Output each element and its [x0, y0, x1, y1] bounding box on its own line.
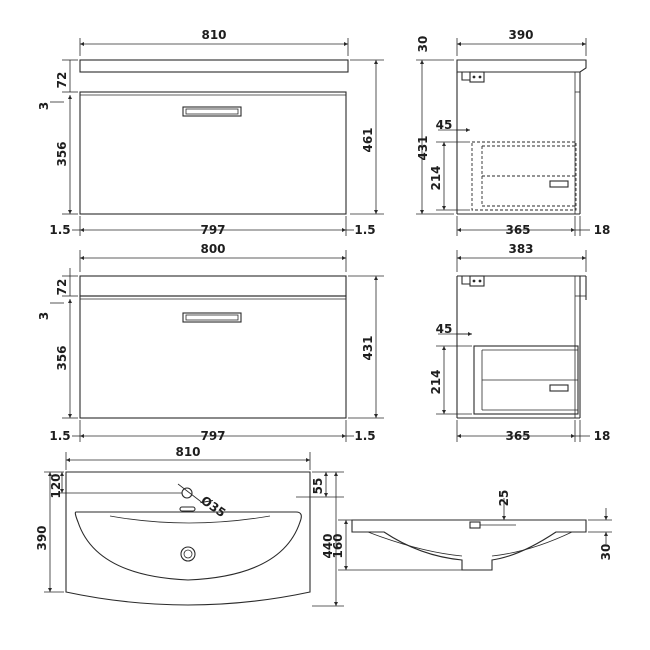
dim-front-top-height: 461 [361, 127, 375, 152]
section-overflow [469, 521, 481, 529]
drain [180, 546, 196, 562]
dim-front-bottom-gap: 3 [37, 312, 51, 320]
dim-front-bottom-drawer: 356 [55, 345, 69, 370]
dim-side-bottom-depth: 383 [508, 242, 533, 256]
basin-outline [65, 471, 311, 606]
dim-section-overflow: 25 [497, 490, 511, 507]
dim-side-top-depth: 390 [508, 28, 533, 42]
dim-side-bottom-handle-offset: 45 [436, 322, 453, 336]
overflow-slot [179, 506, 196, 512]
side-view-bottom: 383 45 214 365 18 [429, 242, 610, 443]
dim-basin-depth: 390 [35, 525, 49, 550]
front-bottom-cabinet [79, 295, 347, 419]
front-top-cabinet [79, 91, 347, 215]
dim-front-top-left-margin: 1.5 [49, 223, 70, 237]
dim-side-top-drawer: 214 [429, 165, 443, 190]
dim-front-top-thickness: 72 [55, 72, 69, 89]
dim-front-top-width: 810 [201, 28, 226, 42]
dim-front-bottom-thickness: 72 [55, 279, 69, 296]
dim-side-top-handle-offset: 45 [436, 118, 453, 132]
dim-front-bottom-left-margin: 1.5 [49, 429, 70, 443]
dim-front-bottom-width: 800 [200, 242, 225, 256]
dim-side-top-door: 18 [594, 223, 611, 237]
front-view-bottom: 800 72 3 356 431 1.5 797 1.5 [37, 242, 384, 443]
side-top-basin [456, 59, 587, 73]
front-bottom-top [79, 275, 347, 297]
dim-front-bottom-height: 431 [361, 335, 375, 360]
dim-section-rim-thickness: 30 [599, 544, 613, 561]
basin-section-view: 25 160 30 [331, 490, 613, 571]
dim-basin-rim: 55 [311, 478, 325, 495]
side-view-top: 390 30 431 45 214 365 18 [416, 28, 610, 237]
dim-side-top-height: 431 [416, 135, 430, 160]
side-top-bracket [469, 71, 485, 83]
basin-section-outline [351, 519, 587, 571]
side-top-drawer [471, 141, 577, 211]
dim-front-top-gap: 3 [37, 102, 51, 110]
dim-side-top-thickness: 30 [416, 36, 430, 53]
front-view-top: 810 72 3 356 461 1.5 797 1.5 [37, 28, 384, 237]
dim-basin-total-depth: 440 [321, 533, 335, 558]
dim-side-bottom-drawer: 214 [429, 369, 443, 394]
dim-front-top-right-margin: 1.5 [354, 223, 375, 237]
dim-front-bottom-inner-width: 797 [200, 429, 225, 443]
dim-side-bottom-inner-depth: 365 [505, 429, 530, 443]
dim-front-top-inner-width: 797 [200, 223, 225, 237]
dim-front-top-drawer: 356 [55, 141, 69, 166]
tap-hole [181, 487, 193, 499]
front-top-basin [79, 59, 349, 73]
basin-bowl [74, 511, 302, 581]
front-top-handle [182, 106, 242, 117]
dim-section-bowl-depth: 160 [331, 533, 345, 558]
dim-tap-hole: Ø35 [198, 493, 228, 520]
dim-side-top-inner-depth: 365 [505, 223, 530, 237]
front-bottom-handle [182, 312, 242, 323]
dim-basin-width: 810 [175, 445, 200, 459]
side-bottom-bracket [469, 275, 485, 287]
dim-basin-tap-offset: 120 [49, 473, 63, 498]
basin-plan-view: 810 120 390 Ø35 55 440 [35, 445, 344, 607]
dim-side-bottom-door: 18 [594, 429, 611, 443]
dim-front-bottom-right-margin: 1.5 [354, 429, 375, 443]
